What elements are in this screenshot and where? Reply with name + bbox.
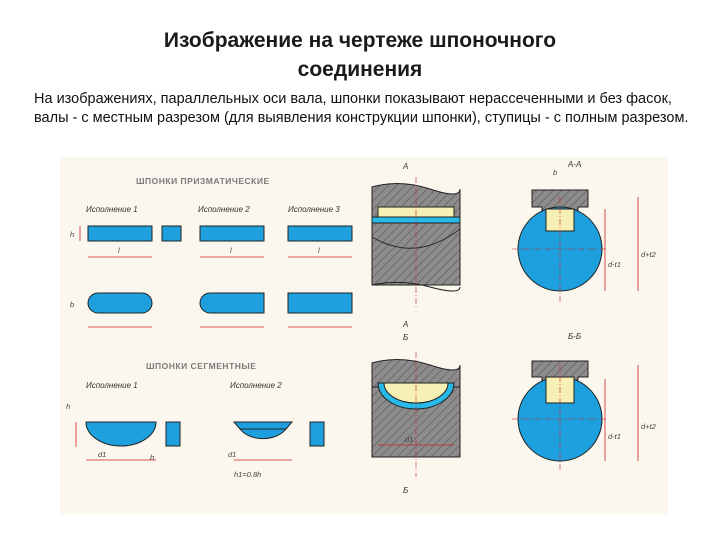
- drawing-svg: ШПОНКИ ПРИЗМАТИЧЕСКИЕ Исполнение 1 Испол…: [66, 160, 657, 495]
- segment-key-side-2: [309, 421, 325, 447]
- prismatic-key-side-1: [161, 225, 182, 242]
- segment-key-1: h d1: [66, 402, 157, 461]
- seg-exec2-label: Исполнение 2: [230, 381, 282, 390]
- dim-b-1: b: [70, 300, 74, 309]
- slide-title: Изображение на чертеже шпоночного соедин…: [110, 26, 610, 84]
- section-aa-label: A-A: [567, 160, 581, 169]
- dim-d-t1: d-t1: [608, 260, 621, 269]
- description-paragraph: На изображениях, параллельных оси вала, …: [34, 91, 689, 126]
- key-joint-drawing: ШПОНКИ ПРИЗМАТИЧЕСКИЕ Исполнение 1 Испол…: [60, 157, 668, 514]
- prismatic-key-front-2: l: [199, 225, 265, 258]
- prismatic-key-plan-3: [287, 292, 353, 314]
- dim-d-t2: d+t2: [641, 250, 657, 259]
- prismatic-key-front-1: l h: [70, 225, 153, 258]
- title-line-2: соединения: [297, 58, 423, 81]
- prismatic-key-front-3: l: [287, 225, 353, 258]
- dim-d1-seg2: d1: [228, 450, 236, 459]
- dim-d1-seg1: d1: [98, 450, 106, 459]
- prismatic-assembly-longitudinal: A A: [371, 162, 461, 329]
- dim-b-seg1: b: [150, 453, 154, 462]
- segment-key-2: d1: [228, 421, 294, 461]
- dim-d-t2-bb: d+t2: [641, 422, 657, 431]
- dim-l-1: l: [118, 246, 120, 255]
- dim-b-aa: b: [553, 168, 557, 177]
- exec2-label: Исполнение 2: [198, 205, 250, 214]
- segment-header: ШПОНКИ СЕГМЕНТНЫЕ: [146, 361, 256, 371]
- section-a-bottom: A: [402, 320, 408, 329]
- section-b-top: Б: [403, 333, 408, 342]
- segment-assembly-longitudinal: Б d1 Б: [371, 333, 461, 495]
- dim-d1-assembly: d1: [405, 435, 413, 444]
- prismatic-key-plan-1: [87, 292, 153, 314]
- dim-d-t1-bb: d-t1: [608, 432, 621, 441]
- segment-cross-section-bb: Б-Б d-t1 d+t2: [512, 332, 657, 472]
- prismatic-key-plan-2: [199, 292, 265, 314]
- dim-h1: h1=0.8h: [234, 470, 261, 479]
- section-bb-label: Б-Б: [568, 332, 581, 341]
- prismatic-cross-section-aa: A-A b d-t1 d+t2: [512, 160, 657, 302]
- dim-l-3: l: [318, 246, 320, 255]
- section-a-top: A: [402, 162, 408, 171]
- prismatic-header: ШПОНКИ ПРИЗМАТИЧЕСКИЕ: [136, 176, 270, 186]
- seg-exec1-label: Исполнение 1: [86, 381, 138, 390]
- title-line-1: Изображение на чертеже шпоночного: [163, 29, 557, 52]
- exec3-label: Исполнение 3: [288, 205, 340, 214]
- dim-h-1: h: [70, 230, 74, 239]
- segment-key-side-1: [165, 421, 181, 447]
- section-b-bottom: Б: [403, 486, 408, 495]
- dim-h-seg: h: [66, 402, 70, 411]
- dim-l-2: l: [230, 246, 232, 255]
- exec1-label: Исполнение 1: [86, 205, 138, 214]
